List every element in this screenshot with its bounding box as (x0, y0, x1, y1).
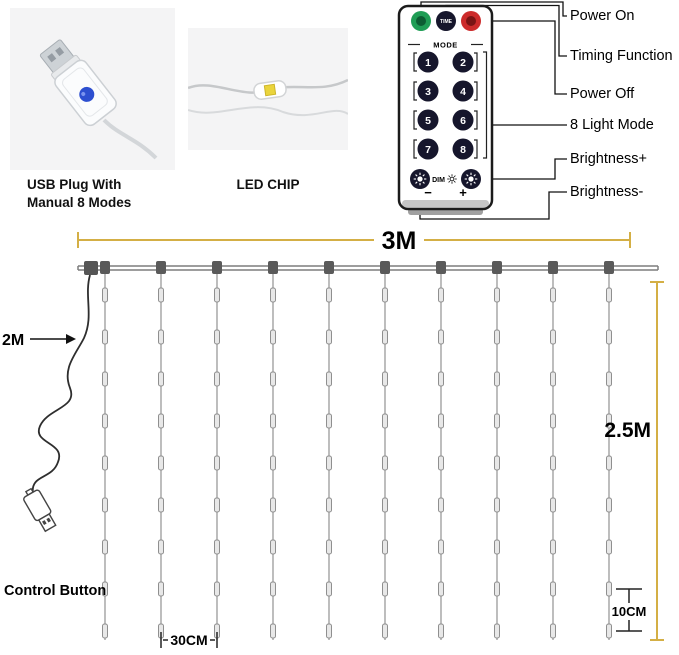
cable-length-label: 2M (2, 332, 24, 349)
usb-plug-photo (10, 8, 175, 170)
usb-cable (102, 118, 158, 160)
callout-brightness-down: Brightness- (570, 184, 644, 200)
usb-plug-caption: USB Plug With Manual 8 Modes (27, 176, 131, 211)
svg-text:3: 3 (425, 86, 431, 98)
remote-base (402, 200, 489, 208)
led-spacing-label: 10CM (612, 604, 647, 619)
led-chip (253, 80, 287, 100)
usb-caption-line1: USB Plug With (27, 177, 122, 192)
cable-arrow-head (66, 334, 76, 344)
light-strand (323, 260, 335, 641)
top-rail-wire (77, 265, 659, 271)
light-strand (155, 260, 167, 641)
svg-text:TIME: TIME (440, 19, 453, 25)
usb-plug-illustration (39, 39, 158, 160)
minus-label: − (424, 185, 432, 200)
light-wire (188, 106, 348, 117)
usb-plug (39, 39, 117, 127)
mode-button-3: 3 (417, 80, 439, 102)
light-strand (491, 260, 503, 641)
power-cable (32, 274, 91, 515)
mode-button-7: 7 (417, 138, 439, 160)
light-strand (211, 260, 223, 641)
mode-button-1: 1 (417, 51, 439, 73)
height-dimension-label: 2.5M (604, 419, 651, 442)
mode-button-5: 5 (417, 109, 439, 131)
callout-timing-function: Timing Function (570, 48, 673, 64)
light-strand (379, 260, 391, 641)
usb-connector-window (55, 46, 65, 57)
light-strand (435, 260, 447, 641)
remote-outline (397, 4, 494, 211)
power-on-button (411, 11, 431, 31)
curtain-diagram: 3M 2M (2, 228, 664, 648)
svg-text:4: 4 (460, 86, 466, 98)
usb-caption-line2: Manual 8 Modes (27, 194, 132, 210)
strand-spacing-label: 30CM (170, 632, 207, 648)
mode-button-8: 8 (452, 138, 474, 160)
remote-control-diagram: TIME MODE 1 2 3 4 5 6 7 8 (397, 1, 567, 220)
power-off-button (461, 11, 481, 31)
brightness-up-button (461, 169, 481, 189)
sun-icon (413, 172, 427, 186)
usb-plug-sketch (23, 487, 57, 533)
led-chip-caption: LED CHIP (236, 177, 300, 192)
callout-brightness-up: Brightness+ (570, 151, 647, 167)
sun-icon (464, 172, 478, 186)
button-highlight (81, 91, 86, 96)
mode-button-2: 2 (452, 51, 474, 73)
mode-button-brackets (413, 51, 488, 159)
svg-text:1: 1 (425, 57, 431, 69)
svg-text:7: 7 (425, 144, 431, 156)
brightness-down-button (410, 169, 430, 189)
rail-power-connector (84, 261, 98, 275)
height-dimension-line (650, 281, 664, 641)
control-button-label: Control Button (4, 583, 106, 599)
width-dimension-line (77, 232, 631, 248)
mode-button-6: 6 (452, 109, 474, 131)
strand-spacing-ticks (160, 632, 218, 648)
width-dimension-label: 3M (382, 228, 417, 255)
light-strand (603, 260, 615, 641)
mode-button-icon (79, 86, 95, 102)
callout-line-brightness-up (481, 158, 567, 180)
light-strand (267, 260, 279, 641)
callout-light-mode: 8 Light Mode (570, 117, 654, 133)
mode-label: MODE (433, 41, 458, 50)
callout-line-power-off (481, 20, 567, 95)
led-chip-photo (188, 28, 348, 150)
usb-connector-window (47, 53, 57, 63)
dim-label: DIM (432, 177, 445, 184)
callout-power-off: Power Off (570, 86, 635, 102)
time-button: TIME (436, 11, 456, 31)
controller-inner (62, 67, 108, 117)
svg-text:8: 8 (460, 144, 466, 156)
led-spacing-ticks (616, 588, 642, 632)
svg-text:6: 6 (460, 115, 466, 127)
svg-text:2: 2 (460, 57, 466, 69)
led-chip-illustration (188, 78, 348, 117)
svg-text:5: 5 (425, 115, 431, 127)
mode-buttons: 1 2 3 4 5 6 7 8 (417, 51, 474, 160)
plus-label: + (459, 185, 467, 200)
mode-button-4: 4 (452, 80, 474, 102)
chip-led (263, 83, 277, 97)
light-strand (547, 260, 559, 641)
callout-power-on: Power On (570, 8, 635, 24)
